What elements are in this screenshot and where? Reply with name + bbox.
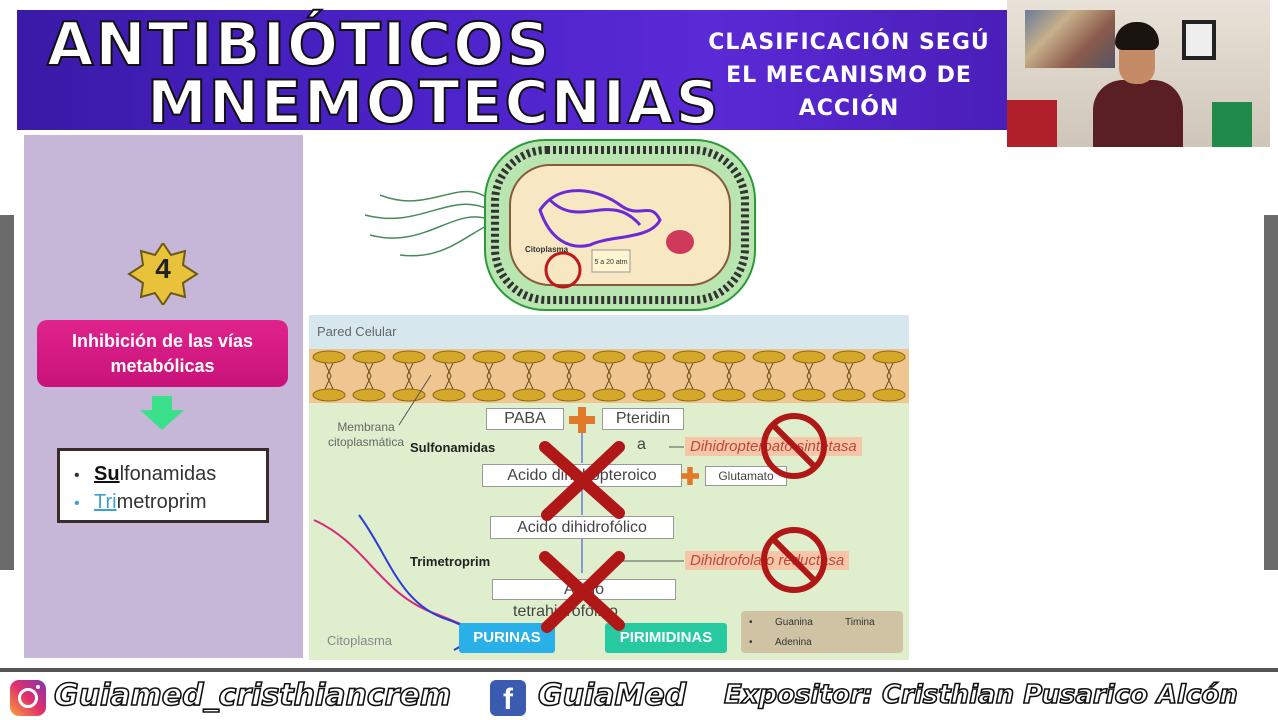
facebook-icon: f — [490, 680, 526, 716]
base-guanina: Guanina — [775, 617, 813, 628]
facebook-handle: GuiaMed — [537, 677, 687, 714]
glutamato-box: Glutamato — [705, 466, 787, 486]
pressure-box — [591, 249, 631, 273]
wall-strip — [309, 315, 909, 349]
trimetroprim-label: Trimetroprim — [410, 554, 491, 569]
highlight-circle — [544, 251, 582, 289]
subtitle-clasificacion: CLASIFICACIÓN SEGÚ EL MECANISMO DE ACCIÓ… — [708, 30, 990, 121]
drug-highlight: Su — [94, 463, 120, 485]
presenter-hair — [1115, 22, 1159, 50]
bases-box: • Guanina Timina • Adenina — [741, 611, 903, 653]
bullet-icon: • — [74, 467, 80, 484]
base-timina: Timina — [845, 617, 875, 628]
cytoplasm-label: Citoplasma — [327, 633, 393, 648]
drug-rest: lfonamidas — [119, 463, 217, 485]
pteridin-box: Pteridin — [602, 408, 684, 430]
prohibited-icon — [761, 527, 827, 593]
title-banner: ANTIBIÓTICOS MNEMOTECNIAS CLASIFICACIÓN … — [17, 9, 1007, 139]
plus-icon — [681, 467, 699, 485]
down-arrow-icon — [140, 396, 184, 430]
drug-item-trimetroprim: • Trimetroprim — [74, 489, 266, 517]
purinas-chip: PURINAS — [459, 623, 555, 653]
phospholipid-bilayer — [312, 350, 906, 402]
pirimidinas-chip: PIRIMIDINAS — [605, 623, 727, 653]
dna-strand-pink — [313, 519, 475, 646]
enzyme-dihidropteroato: Dihidropteroato sintetasa — [685, 437, 862, 456]
metabolic-pathway-diagram: Pared Celular Membrana citoplasmática PA… — [309, 315, 909, 660]
right-edge-bar — [1264, 215, 1278, 570]
drug-item-sulfonamidas: • Sulfonamidas — [74, 461, 266, 489]
step-number: 4 — [155, 253, 171, 284]
cell-wall — [491, 146, 749, 304]
footer-divider — [0, 668, 1278, 672]
paba-box: PABA — [486, 408, 564, 430]
a-label: a — [637, 436, 646, 453]
webcam-poster — [1025, 10, 1115, 68]
presenter-body — [1093, 80, 1183, 147]
sulfonamidas-label: Sulfonamidas — [410, 440, 496, 455]
cross-icon — [539, 441, 625, 521]
drug-rest: metroprim — [116, 491, 207, 513]
expositor-credit: Expositor: Cristhian Pusarico Alcón — [723, 679, 1238, 711]
prohibited-icon — [761, 413, 827, 479]
enzyme-dihidrofolato: Dihidrofolato reductasa — [685, 551, 850, 570]
cross-icon — [539, 551, 625, 633]
footer: Guiamed_cristhiancrem f GuiaMed Exposito… — [0, 672, 1278, 720]
cytoplasm — [509, 164, 731, 286]
left-edge-bar — [0, 215, 14, 570]
membrane-label: Membrana citoplasmática — [327, 420, 405, 449]
drug-highlight: Tri — [94, 491, 117, 513]
bullet-icon: • — [749, 637, 753, 648]
dna-nucleoid — [538, 189, 662, 248]
star-badge-icon — [127, 243, 199, 305]
title-antibioticos: ANTIBIÓTICOS — [46, 9, 552, 81]
flagella — [364, 190, 491, 257]
presenter — [1087, 22, 1187, 147]
plus-icon — [569, 407, 595, 433]
bullet-icon: • — [749, 617, 753, 628]
pressure-label: 5 a 20 atm — [594, 259, 627, 266]
mechanism-box: Inhibición de las vías metabólicas — [37, 320, 288, 387]
dna-strand-blue — [358, 514, 470, 651]
bacteria-illustration: Citoplasma 5 a 20 atm — [364, 139, 756, 311]
base-adenina: Adenina — [775, 637, 812, 648]
webcam-green-object — [1212, 102, 1252, 147]
wall-label: Pared Celular — [317, 324, 397, 339]
webcam-red-object — [1007, 100, 1057, 147]
citoplasma-label: Citoplasma — [525, 245, 569, 254]
acid-dihidrofolico-box: Acido dihidrofólico — [490, 516, 674, 539]
bullet-icon: • — [74, 495, 80, 512]
webcam-overlay — [1007, 0, 1270, 147]
ribosome — [666, 230, 694, 254]
drug-list: • Sulfonamidas • Trimetroprim — [57, 448, 269, 523]
title-mnemotecnias: MNEMOTECNIAS — [146, 67, 721, 139]
webcam-frame — [1182, 20, 1216, 60]
instagram-icon — [10, 680, 46, 716]
instagram-handle: Guiamed_cristhiancrem — [53, 677, 452, 714]
